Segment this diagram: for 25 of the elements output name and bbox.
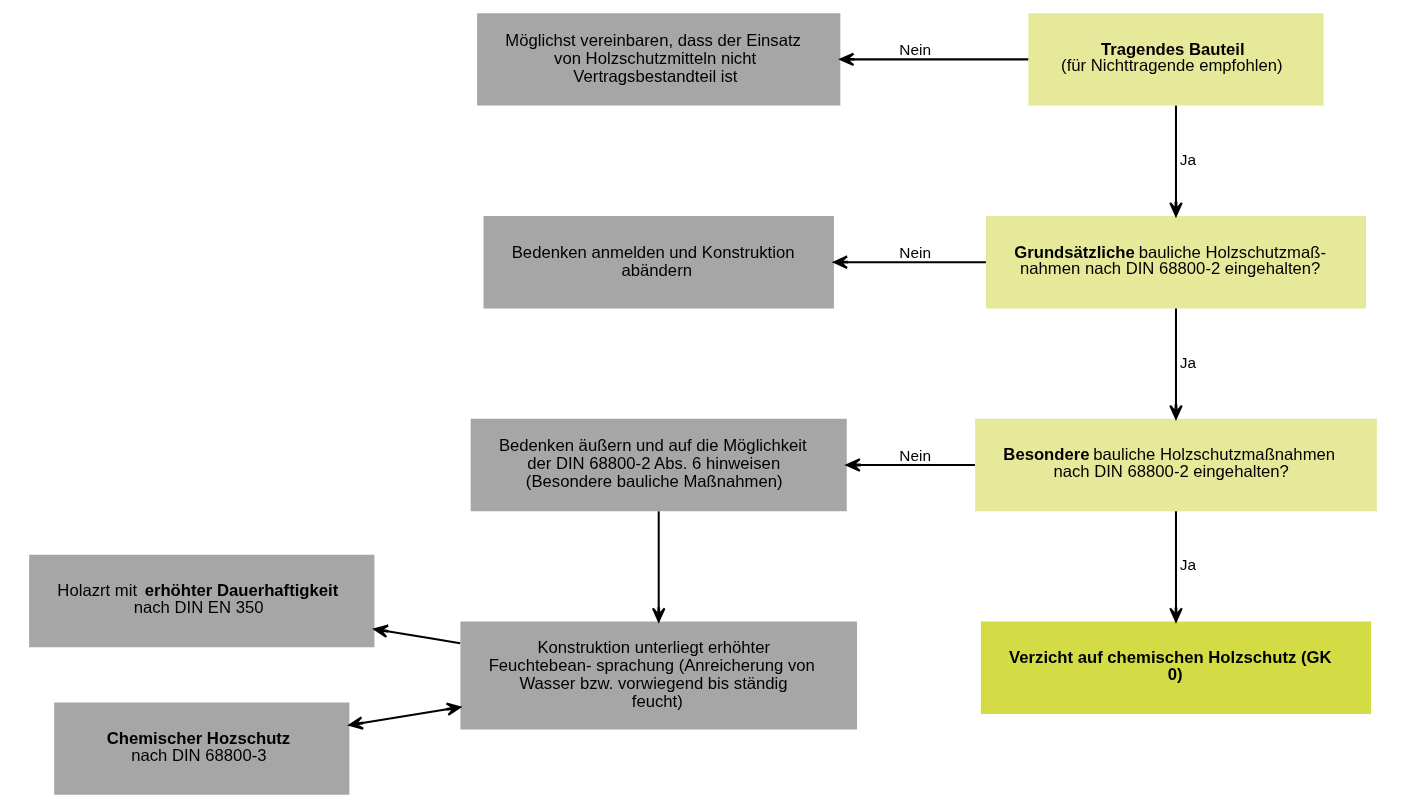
arrow (832, 255, 986, 269)
node-box: Grundsätzliche bauliche Holzschutzmaß- nahmen nach DIN 68800-2 eingehalten? (985, 215, 1366, 309)
node-box: Besondere bauliche Holzschutzmaßnahmen nach DIN 68800-2 eingehalten? (974, 418, 1377, 512)
edge-label: Nein (898, 243, 931, 261)
node-box: Bedenken anmelden und Konstruktion abändern (483, 215, 834, 309)
arrow (651, 511, 665, 623)
edge-label: Ja (1179, 353, 1196, 371)
node-box: Konstruktion unterliegt erhöhter Feuchtebean- sprachung (Anreicherung von Wasser bzw. vorwiegend bis ständig feucht) (459, 621, 857, 730)
node-box: Möglichst vereinbaren, dass der Einsatz von Holzschutzmitteln nicht Vertragsbestandteil ist (476, 13, 840, 106)
arrow (1168, 511, 1183, 623)
arrow (845, 458, 975, 472)
node-box: Holazrt mit erhöhter Dauerhaftigkeit nach DIN EN 350 (28, 554, 374, 648)
node-box: Bedenken äußern und auf die Möglichkeit der DIN 68800-2 Abs. 6 hinweisen (Besondere bauliche Maßnahmen) (470, 418, 847, 512)
arrow (373, 624, 460, 645)
arrow (1168, 105, 1183, 217)
arrow (1168, 308, 1183, 420)
edge-label: Ja (1179, 150, 1196, 168)
edge-label: Ja (1179, 556, 1196, 574)
arrow (839, 52, 1028, 67)
node-box: Tragendes Bauteil (für Nichttragende empfohlen) (1027, 13, 1324, 106)
edge-label: Nein (898, 446, 931, 464)
edge-label: Nein (898, 41, 931, 58)
node-box: Chemischer Hozschutz nach DIN 68800-3 (53, 702, 349, 795)
node-box: Verzicht auf chemischen Holzschutz (GK 0) (980, 621, 1371, 714)
arrow (348, 702, 461, 730)
